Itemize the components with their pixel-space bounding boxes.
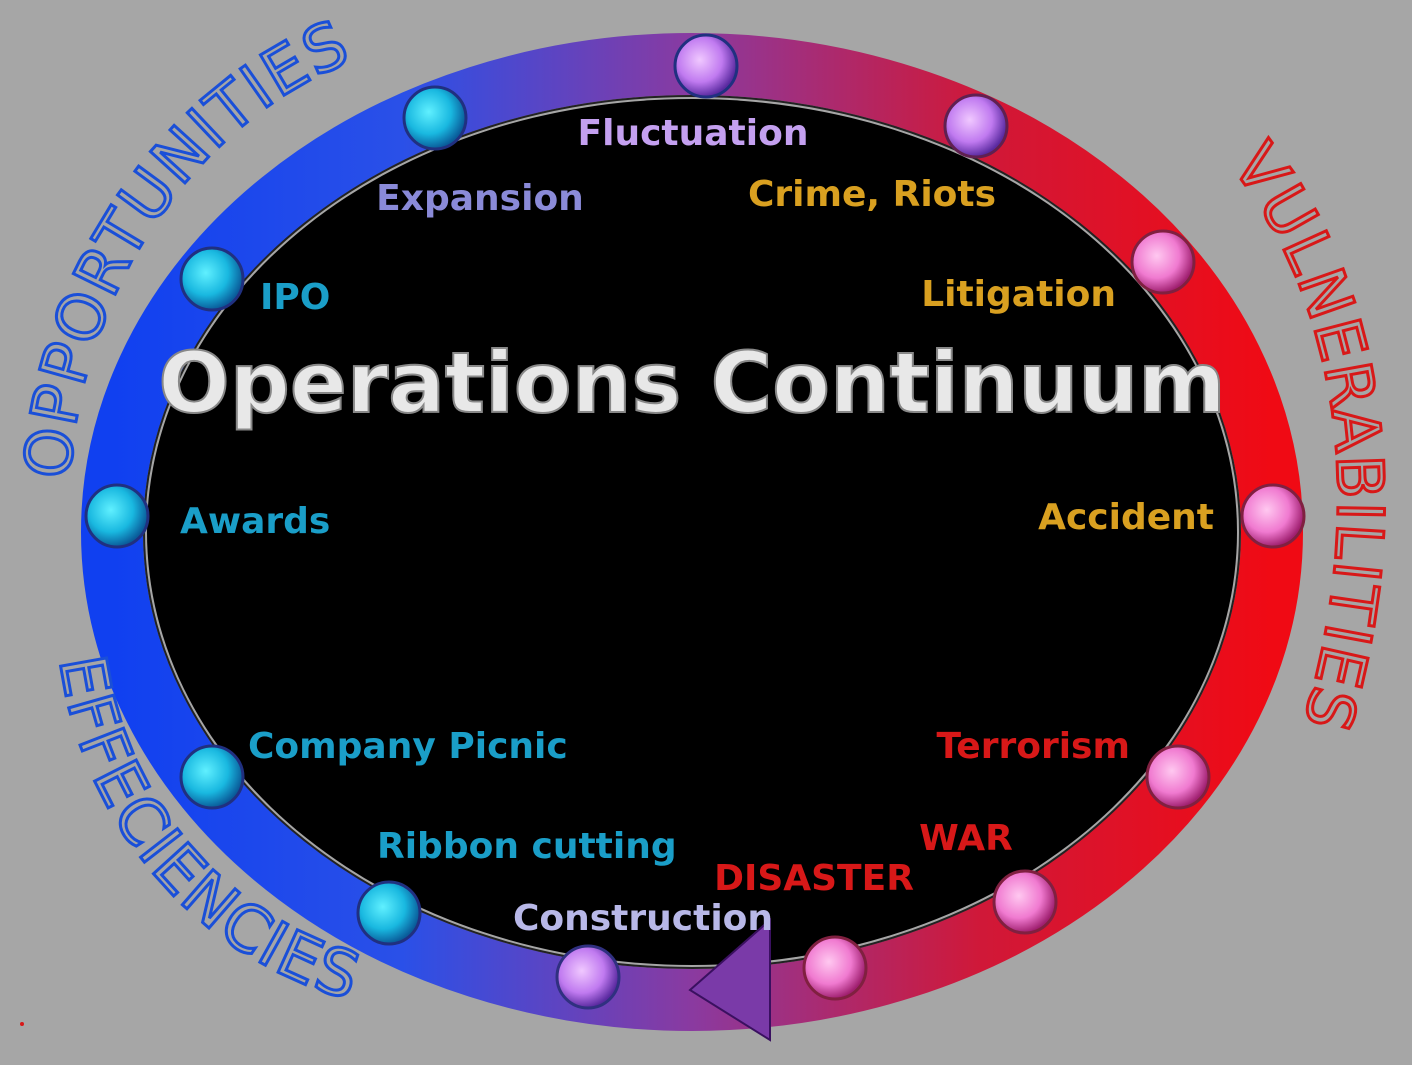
bead-bead-11 [992,869,1058,935]
bead-bead-5 [1130,229,1196,295]
label-terrorism: Terrorism [937,726,1130,767]
label-fluctuation: Fluctuation [578,113,809,154]
bead-bead-2 [402,85,468,151]
decorative-dot [20,1022,24,1026]
label-accident: Accident [1038,497,1214,538]
bead-bead-10 [356,880,422,946]
bead-bead-8 [179,744,245,810]
label-company-picnic: Company Picnic [248,726,568,767]
label-ipo: IPO [260,277,330,318]
label-ribbon-cutting: Ribbon cutting [377,826,677,867]
bead-bead-3 [943,93,1009,159]
label-war: WAR [919,818,1013,859]
center-panel [147,99,1237,965]
bead-bead-12 [555,944,621,1010]
bead-bead-4 [179,246,245,312]
label-litigation: Litigation [921,274,1116,315]
label-crime-riots: Crime, Riots [748,174,996,215]
label-construction: Construction [513,898,773,939]
label-awards: Awards [180,501,330,542]
label-disaster: DISASTER [714,858,914,899]
bead-bead-6 [84,483,150,549]
bead-bead-13 [802,935,868,1001]
bead-group [84,33,1306,1010]
diagram-title: Operations Continuum [158,334,1225,432]
bead-bead-1 [673,33,739,99]
bead-bead-9 [1145,744,1211,810]
bead-bead-7 [1240,483,1306,549]
continuum-arrow-head [688,917,771,1042]
label-expansion: Expansion [376,178,584,219]
